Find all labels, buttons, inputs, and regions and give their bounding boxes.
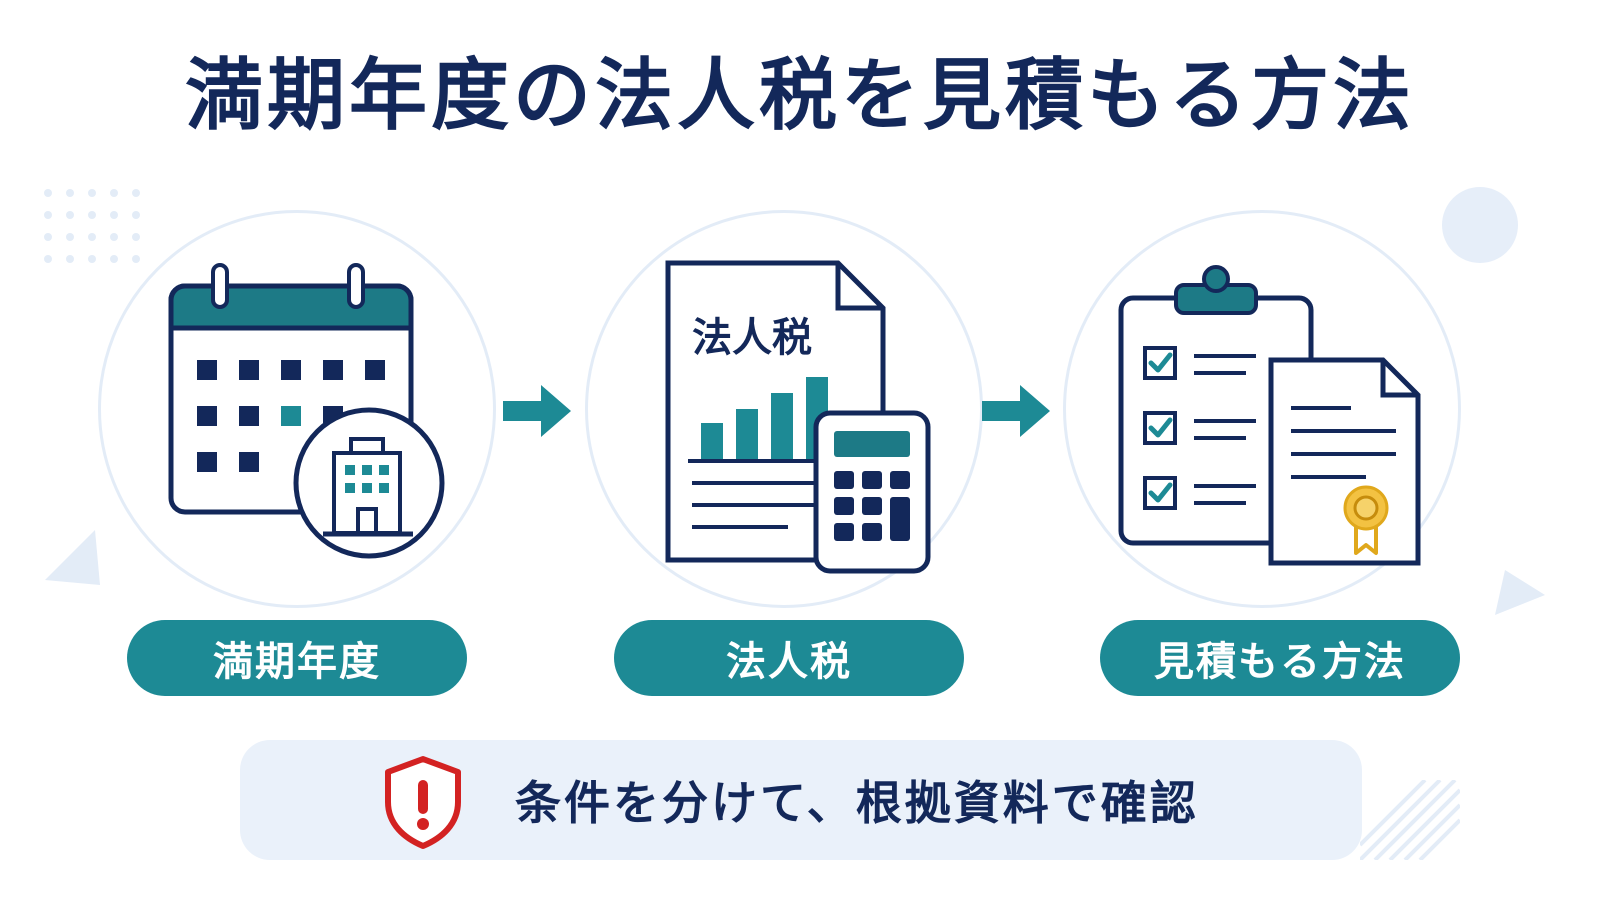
stripe-decoration — [1360, 780, 1460, 860]
step-label-3: 見積もる方法 — [1100, 620, 1460, 696]
triangle-decoration-right — [1495, 570, 1545, 615]
arrow-right-icon — [503, 385, 571, 437]
note-box: 条件を分けて、根拠資料で確認 — [240, 740, 1362, 860]
step-tax-circle: 法人税 — [585, 210, 983, 608]
triangle-decoration-left — [45, 530, 100, 585]
document-heading: 法人税 — [692, 315, 812, 361]
step-checklist-circle — [1063, 210, 1461, 608]
tax-document-calculator-icon: 法人税 — [665, 260, 931, 574]
note-text: 条件を分けて、根拠資料で確認 — [515, 776, 1199, 830]
page-title: 満期年度の法人税を見積もる方法 — [184, 51, 1415, 141]
checklist-certificate-icon — [1118, 265, 1421, 566]
warning-shield-icon — [385, 756, 461, 849]
step-label-1: 満期年度 — [127, 620, 467, 696]
circle-decoration — [1442, 187, 1518, 263]
step-label-2: 法人税 — [614, 620, 964, 696]
calendar-building-icon — [168, 263, 445, 559]
step-calendar-circle — [98, 210, 496, 608]
arrow-right-icon — [982, 385, 1050, 437]
dot-grid-decoration — [44, 189, 140, 263]
